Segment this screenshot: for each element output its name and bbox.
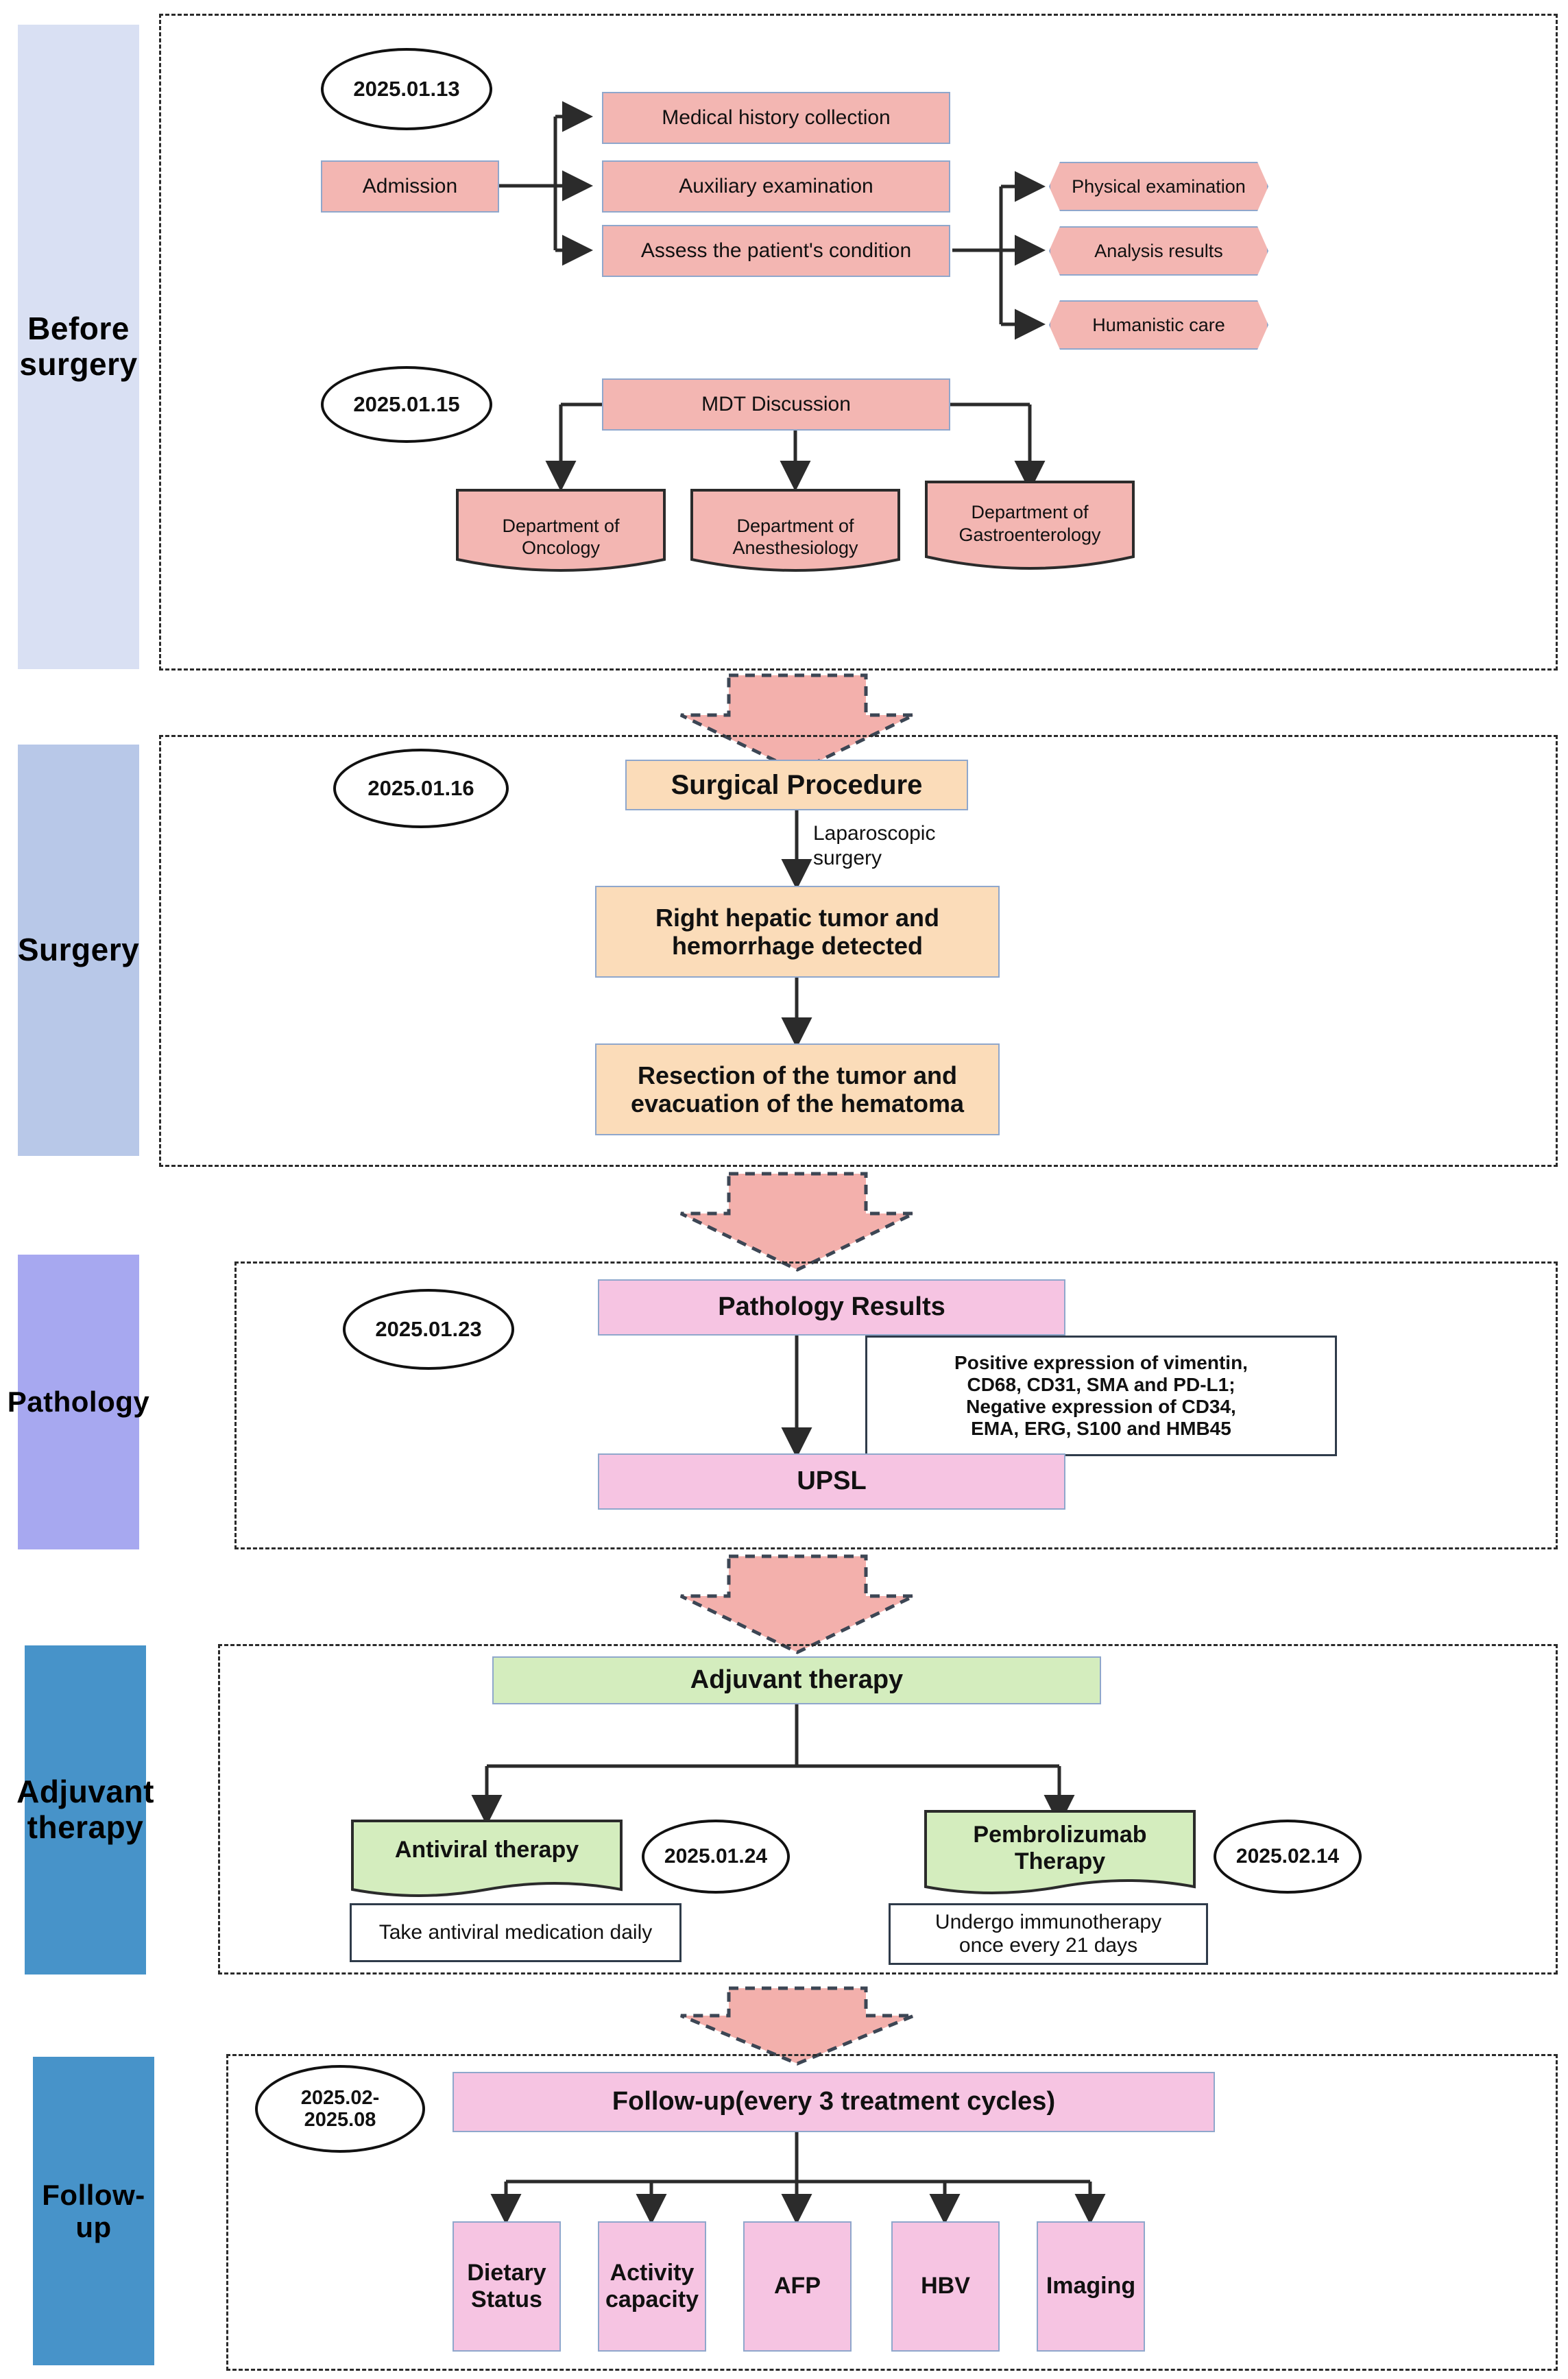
section-before-surgery [159, 14, 1558, 671]
box-humanistic-care[interactable]: Humanistic care [1049, 300, 1268, 350]
box-followup-item-activity-capacity[interactable]: Activity capacity [598, 2221, 706, 2352]
box-right-hepatic-tumor[interactable]: Right hepatic tumor and hemorrhage detec… [595, 886, 1000, 978]
stage-before-surgery[interactable]: Before surgery [18, 25, 139, 669]
label-laparoscopic-surgery: Laparoscopic surgery [813, 822, 936, 869]
date-2025-02-to-2025-08: 2025.02- 2025.08 [255, 2065, 425, 2153]
box-pembrolizumab-note: Undergo immunotherapy once every 21 days [889, 1903, 1208, 1965]
box-pathology-results[interactable]: Pathology Results [598, 1279, 1065, 1336]
box-antiviral-therapy[interactable]: Antiviral therapy [350, 1818, 624, 1903]
box-antiviral-note: Take antiviral medication daily [350, 1903, 682, 1962]
date-2025-01-23: 2025.01.23 [343, 1289, 514, 1370]
date-2025-01-15: 2025.01.15 [321, 366, 492, 443]
box-pembrolizumab-therapy[interactable]: Pembrolizumab Therapy [923, 1809, 1197, 1903]
box-medical-history-collection[interactable]: Medical history collection [602, 92, 950, 144]
stage-surgery[interactable]: Surgery [18, 745, 139, 1156]
section-follow-up [226, 2054, 1558, 2371]
box-physical-examination[interactable]: Physical examination [1049, 162, 1268, 211]
box-resection-of-tumor[interactable]: Resection of the tumor and evacuation of… [595, 1043, 1000, 1135]
date-2025-01-13: 2025.01.13 [321, 48, 492, 130]
box-surgical-procedure[interactable]: Surgical Procedure [625, 760, 968, 810]
section-adjuvant-therapy [218, 1644, 1558, 1975]
box-mdt-discussion[interactable]: MDT Discussion [602, 378, 950, 431]
stage-arrow-4 [680, 1986, 915, 2066]
box-auxiliary-examination[interactable]: Auxiliary examination [602, 160, 950, 213]
box-followup-item-afp[interactable]: AFP [743, 2221, 852, 2352]
date-2025-01-16: 2025.01.16 [333, 749, 509, 828]
stage-follow-up[interactable]: Follow-up [33, 2057, 154, 2365]
section-surgery [159, 735, 1558, 1167]
box-followup-item-hbv[interactable]: HBV [891, 2221, 1000, 2352]
box-admission[interactable]: Admission [321, 160, 499, 213]
box-followup-item-dietary-status[interactable]: Dietary Status [453, 2221, 561, 2352]
stage-arrow-2 [679, 1172, 915, 1272]
box-analysis-results[interactable]: Analysis results [1049, 226, 1268, 276]
section-pathology [234, 1261, 1558, 1549]
box-followup-item-imaging[interactable]: Imaging [1037, 2221, 1145, 2352]
box-follow-up-title[interactable]: Follow-up(every 3 treatment cycles) [453, 2072, 1215, 2132]
box-department-anesthesiology[interactable]: Department of Anesthesiology [690, 488, 901, 577]
date-2025-02-14: 2025.02.14 [1214, 1820, 1362, 1894]
box-assess-patient-condition[interactable]: Assess the patient's condition [602, 225, 950, 277]
stage-arrow-3 [679, 1554, 915, 1654]
date-2025-01-24: 2025.01.24 [642, 1820, 790, 1894]
box-department-oncology[interactable]: Department of Oncology [455, 488, 666, 577]
stage-pathology[interactable]: Pathology [8, 1255, 149, 1549]
box-upsl[interactable]: UPSL [598, 1453, 1065, 1510]
box-pathology-note: Positive expression of vimentin, CD68, C… [865, 1336, 1337, 1456]
stage-adjuvant-therapy[interactable]: Adjuvant therapy [16, 1645, 154, 1975]
box-adjuvant-therapy[interactable]: Adjuvant therapy [492, 1656, 1101, 1704]
box-department-gastroenterology[interactable]: Department of Gastroenterology [924, 480, 1135, 577]
